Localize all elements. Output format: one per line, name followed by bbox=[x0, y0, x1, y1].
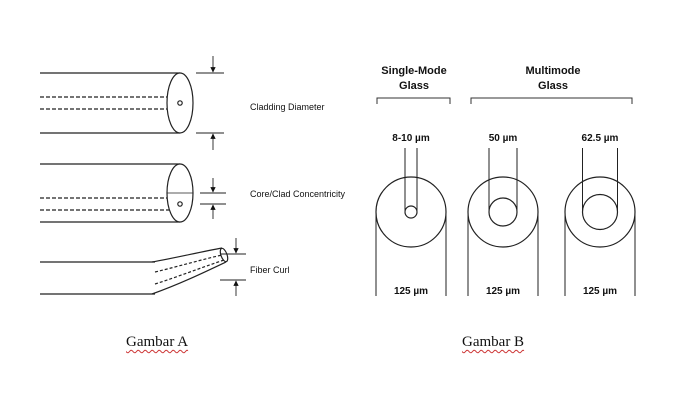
header-multimode-line2: Glass bbox=[538, 80, 568, 92]
figure-b: Single-Mode Glass Multimode Glass 8-10 µ… bbox=[375, 65, 636, 297]
label-cladding-diameter: Cladding Diameter bbox=[250, 102, 325, 112]
cladding-circle bbox=[375, 176, 447, 248]
fiber-core-clad-concentricity bbox=[40, 163, 226, 223]
cladding-size-label: 125 µm bbox=[394, 286, 428, 297]
fiber-curl bbox=[40, 238, 246, 296]
core-size-label: 8-10 µm bbox=[392, 133, 430, 144]
header-single-mode-line2: Glass bbox=[399, 80, 429, 92]
label-core-clad-concentricity: Core/Clad Concentricity bbox=[250, 189, 346, 199]
caption-gambar-a: Gambar A bbox=[126, 334, 189, 350]
cladding-circle bbox=[467, 176, 539, 248]
cladding-circle bbox=[564, 176, 636, 248]
header-single-mode-line1: Single-Mode bbox=[381, 65, 446, 77]
fiber-cross-sections: 8-10 µm 125 µm 50 µm 125 µm 62.5 µm 125 µm bbox=[375, 133, 636, 297]
figure-a bbox=[40, 56, 246, 296]
header-multimode-line1: Multimode bbox=[526, 65, 581, 77]
fiber-cladding-diameter bbox=[40, 56, 224, 150]
cladding-size-label: 125 µm bbox=[583, 286, 617, 297]
bracket-single-mode bbox=[376, 97, 451, 104]
cladding-size-label: 125 µm bbox=[486, 286, 520, 297]
bracket-multimode bbox=[470, 97, 633, 104]
core-size-label: 62.5 µm bbox=[582, 133, 619, 144]
caption-gambar-b: Gambar B bbox=[462, 334, 525, 350]
label-fiber-curl: Fiber Curl bbox=[250, 265, 290, 275]
core-size-label: 50 µm bbox=[489, 133, 518, 144]
